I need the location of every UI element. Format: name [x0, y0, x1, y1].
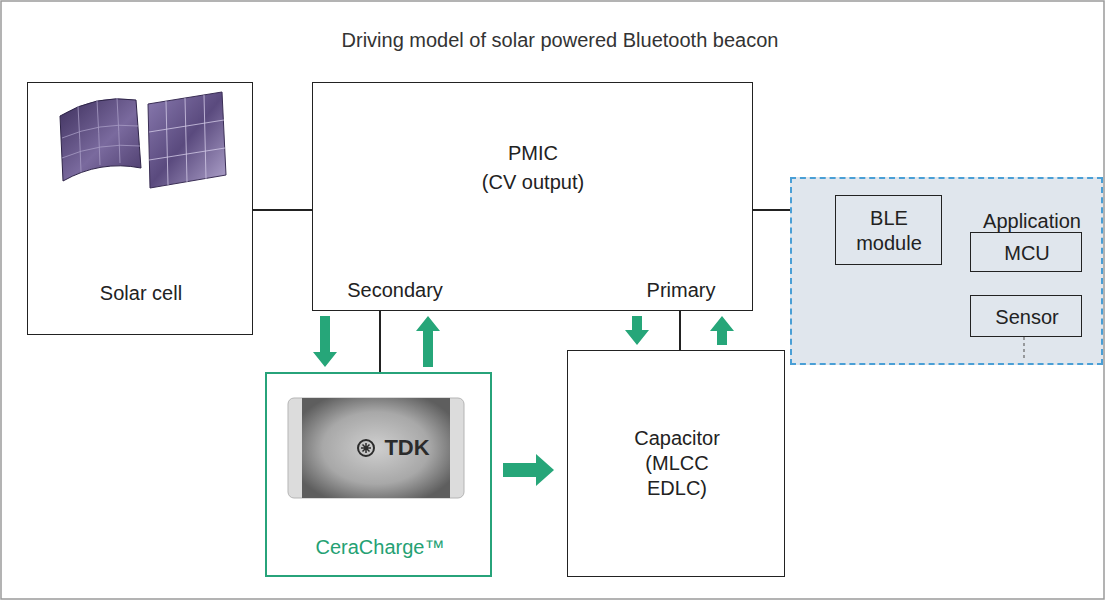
battery-box: CeraCharge™: [265, 372, 492, 577]
sensor-lead: [1023, 337, 1024, 360]
panel-grid: [149, 95, 225, 185]
chip-illustration: [288, 398, 464, 498]
connector-line: [753, 210, 790, 211]
flat-panel: [148, 92, 226, 188]
capacitor-box: Capacitor(MLCC EDLC): [567, 350, 785, 577]
node-label: BLE module: [849, 206, 929, 256]
connector-line: [753, 209, 790, 211]
flow-arrow: [503, 454, 554, 486]
logo-symbol: [358, 440, 374, 456]
flow-arrow: [710, 316, 734, 345]
brand-logo: TDK: [384, 435, 429, 461]
chip-terminals: [288, 398, 464, 498]
node-subtitle: (MLCC EDLC): [637, 451, 717, 501]
region-fill: [790, 177, 1103, 365]
solar-panel-illustration: [60, 92, 226, 188]
connector-line: [253, 210, 312, 211]
product-name: CeraCharge™: [316, 535, 445, 560]
component-box: Sensor: [970, 295, 1082, 337]
node-label: Solar cell: [100, 281, 182, 306]
solar-cell-box: Solar cell: [27, 82, 253, 335]
diagram-title: Driving model of solar powered Bluetooth…: [342, 29, 779, 52]
flow-arrow: [625, 316, 649, 345]
flow-connector: [625, 311, 734, 350]
flow-arrow: [416, 316, 440, 367]
flow-arrow: [313, 316, 337, 367]
port-label: Primary: [647, 278, 716, 303]
node-label: Sensor: [995, 305, 1058, 330]
node-label: MCU: [1004, 241, 1050, 266]
pmic-box: PMIC (CV output) Secondary Primary: [312, 82, 753, 311]
application-region: BLE moduleMCU Sensor Application: [790, 177, 1103, 365]
flow-connector: [503, 454, 554, 486]
panel-grid: [62, 125, 140, 158]
module-box: BLE module: [835, 195, 942, 265]
node-subtitle: (CV output): [482, 170, 584, 195]
connector-line: [379, 311, 381, 372]
panel-grid: [78, 98, 120, 172]
flexible-panel: [60, 99, 141, 181]
logo-symbol: [361, 443, 371, 453]
node-title: PMIC: [508, 141, 558, 166]
region-label: Application: [983, 209, 1081, 234]
flow-connector: [313, 311, 440, 372]
node-title: Capacitor: [634, 426, 720, 451]
component-box: MCU: [970, 232, 1082, 272]
port-label: Secondary: [347, 278, 443, 303]
connector-line: [253, 209, 312, 211]
chip-body: [302, 398, 450, 498]
connector-line: [679, 311, 681, 350]
